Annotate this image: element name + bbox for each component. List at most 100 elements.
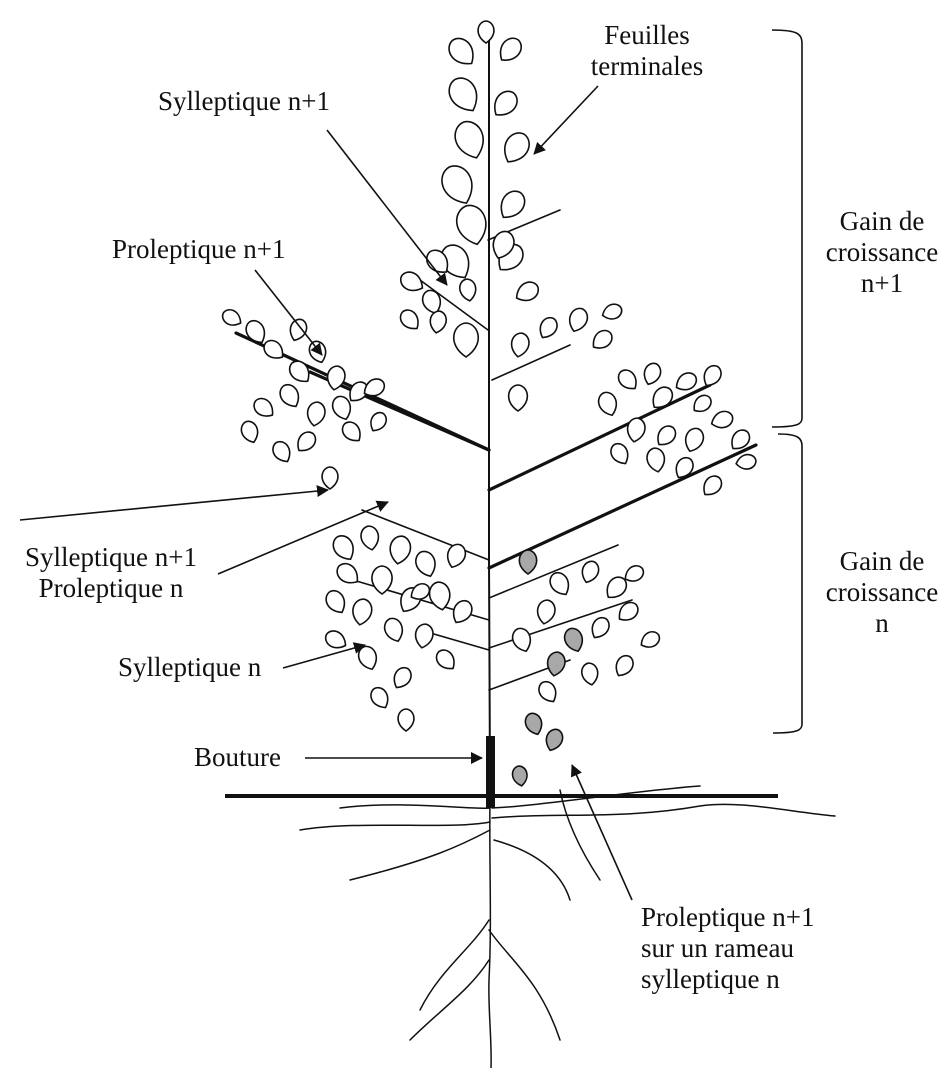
- leaf: [638, 629, 663, 651]
- label-feuilles-terminales: Feuilles terminales: [572, 20, 722, 82]
- leaf: [436, 161, 479, 209]
- arrow-sylleptique-top: [327, 130, 447, 285]
- label-proleptique-rameau: Proleptique n+1 sur un rameau sylleptiqu…: [641, 902, 814, 995]
- leaf: [329, 532, 358, 564]
- leaf: [700, 363, 725, 390]
- leaf: [382, 616, 406, 644]
- leaf: [645, 447, 666, 474]
- leaf: [672, 455, 697, 482]
- leaf: [614, 599, 641, 625]
- label-bouture: Bouture: [194, 742, 281, 773]
- label-proleptique-top: Proleptique n+1: [112, 234, 285, 265]
- leaf: [451, 117, 490, 162]
- leaf: [398, 709, 414, 731]
- leaf: [608, 441, 633, 468]
- label-sylleptique-proleptique: Sylleptique n+1 Proleptique n: [0, 542, 222, 604]
- leaf: [543, 727, 565, 753]
- leaf: [536, 315, 561, 342]
- leaf: [339, 418, 365, 445]
- leaf: [444, 73, 484, 117]
- arrow-feuilles-terminales: [534, 86, 598, 154]
- leaf: [566, 306, 590, 334]
- leaf: [600, 302, 624, 322]
- leaf: [239, 419, 261, 445]
- leaf: [351, 598, 374, 627]
- leaf: [270, 439, 295, 466]
- leaf: [333, 560, 362, 589]
- leaf: [653, 422, 679, 449]
- leaf: [454, 323, 478, 357]
- leaf: [359, 525, 380, 552]
- leaf: [390, 665, 415, 692]
- arrow-sylleptique-proleptique-a: [20, 490, 328, 520]
- leaf: [509, 385, 528, 411]
- label-sylleptique-top: Sylleptique n+1: [158, 86, 330, 117]
- leaf: [428, 310, 447, 334]
- bracket-gain-n: [773, 434, 802, 733]
- leaf: [523, 711, 545, 737]
- leaf: [277, 381, 304, 410]
- leaf: [580, 662, 599, 686]
- leaf: [699, 472, 725, 499]
- leaf: [562, 626, 586, 654]
- leaf: [388, 534, 413, 565]
- leaf: [428, 580, 453, 611]
- leaf: [458, 278, 477, 302]
- leaf: [413, 549, 439, 580]
- leaf: [519, 550, 536, 574]
- leaf: [735, 453, 757, 471]
- leaf: [397, 306, 423, 333]
- leaf: [510, 626, 534, 654]
- leaf: [478, 21, 494, 43]
- leaf: [444, 542, 468, 570]
- leaf: [323, 587, 350, 616]
- leaf: [367, 410, 389, 435]
- leaf: [511, 765, 529, 787]
- leaf: [444, 34, 480, 71]
- leaf: [488, 87, 521, 121]
- arrow-proleptique-top: [255, 270, 322, 355]
- label-gain-n1: Gain de croissance n+1: [812, 206, 951, 299]
- leaf: [449, 597, 476, 626]
- leaf: [625, 417, 646, 444]
- leaf: [596, 390, 620, 418]
- leaf: [322, 467, 338, 489]
- leaf: [323, 628, 350, 653]
- main-stem: [489, 40, 490, 800]
- main-branches: [236, 210, 756, 690]
- leaf: [615, 366, 641, 393]
- leaf: [305, 401, 326, 428]
- arrow-proleptique-rameau: [572, 765, 632, 900]
- leaf: [682, 426, 706, 454]
- leaf: [287, 317, 309, 343]
- leaf: [588, 327, 615, 353]
- leaf: [260, 337, 287, 363]
- annotation-arrows: [20, 86, 632, 900]
- label-gain-n: Gain de croissance n: [812, 546, 951, 639]
- leaf: [250, 395, 277, 421]
- leaf: [293, 428, 319, 455]
- leaf: [709, 409, 735, 431]
- leaf: [545, 651, 566, 678]
- leaf: [494, 34, 525, 66]
- leaf: [356, 644, 380, 672]
- leaf: [220, 307, 245, 329]
- label-sylleptique-n: Sylleptique n: [118, 652, 261, 683]
- leaf: [413, 623, 434, 650]
- leaf: [579, 559, 601, 585]
- leaf: [368, 685, 393, 712]
- arrow-sylleptique-n: [283, 645, 365, 668]
- bracket-gain-n1: [772, 30, 802, 427]
- leaf: [453, 202, 491, 248]
- leaf: [612, 653, 637, 680]
- leaf: [547, 569, 574, 598]
- leaf: [495, 187, 530, 224]
- leaf: [498, 128, 534, 167]
- leaf: [512, 279, 541, 306]
- leaf: [535, 599, 556, 626]
- leaf: [307, 339, 329, 365]
- leaf: [536, 679, 561, 706]
- leaf: [641, 361, 663, 387]
- leaf: [433, 646, 459, 673]
- leaf: [690, 392, 715, 416]
